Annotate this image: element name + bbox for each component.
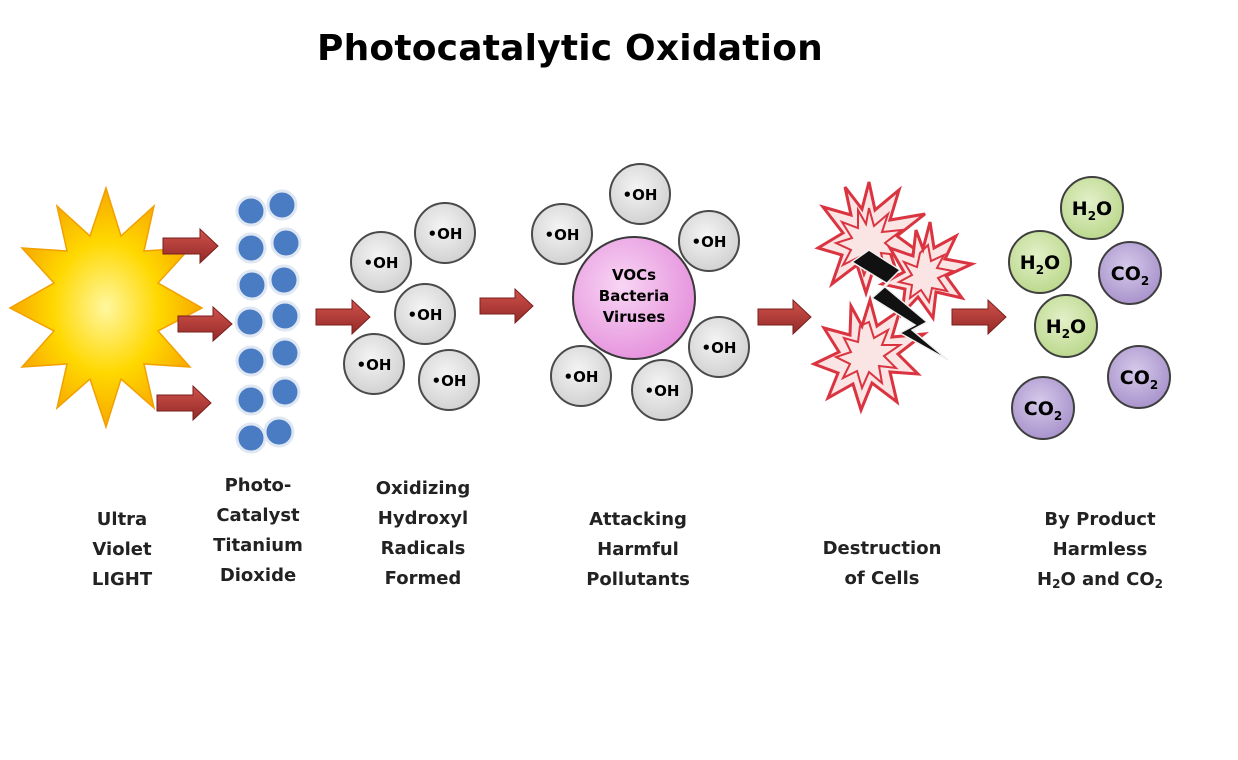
process-arrow-icon <box>479 287 534 325</box>
oh-molecule: •OH <box>418 349 480 411</box>
caption-line: Oxidizing <box>375 478 471 499</box>
h2o-molecule: H2O <box>1034 294 1098 358</box>
pollutant-attack-cluster: •OH •OH •OH •OH •OH •OH VOCs Bacteria Vi… <box>531 163 750 421</box>
oh-molecule: •OH <box>688 316 750 378</box>
svg-text:CO2: CO2 <box>1111 263 1149 288</box>
oh-molecule: •OH <box>531 203 593 265</box>
caption-photo-catalyst: Photo- Catalyst Titanium Dioxide <box>198 471 318 591</box>
byproduct-cluster: H2O H2O H2O CO2 CO2 CO2 <box>1008 176 1171 440</box>
process-arrow-icon <box>951 298 1007 336</box>
caption-line: Hydroxyl <box>377 508 469 529</box>
caption-line: By Product <box>1044 509 1156 530</box>
oh-molecule: •OH <box>609 163 671 225</box>
process-arrow-icon <box>315 298 371 336</box>
uv-arrow-icon <box>156 384 212 422</box>
oh-label: •OH <box>408 306 443 324</box>
caption-line: Attacking <box>589 509 687 530</box>
caption-destruction: Destruction of Cells <box>807 534 957 594</box>
pollutant-label-2: Bacteria <box>599 287 669 305</box>
hydroxyl-radicals: •OH •OH •OH •OH •OH <box>343 202 480 411</box>
caption-line: Pollutants <box>586 569 690 590</box>
caption-attacking-pollutants: Attacking Harmful Pollutants <box>563 505 713 595</box>
caption-line: Formed <box>384 568 462 589</box>
pollutant-label-3: Viruses <box>603 308 666 326</box>
h2o-molecule: H2O <box>1008 230 1072 294</box>
caption-line: Radicals <box>380 538 466 559</box>
co2-molecule: CO2 <box>1107 345 1171 409</box>
caption-line: Ultra <box>96 509 148 530</box>
svg-text:H2O: H2O <box>1020 252 1060 277</box>
caption-line: Catalyst <box>216 505 300 526</box>
oh-molecule: •OH <box>550 345 612 407</box>
caption-line: Photo- <box>224 475 292 496</box>
caption-uv-light: Ultra Violet LIGHT <box>62 505 182 595</box>
process-arrow-icon <box>757 298 812 336</box>
caption-byproduct: By Product Harmless H2O and CO2 <box>1020 505 1180 595</box>
oh-label: •OH <box>564 368 599 386</box>
co2-molecule: CO2 <box>1098 241 1162 305</box>
oh-molecule: •OH <box>631 359 693 421</box>
oh-molecule: •OH <box>414 202 476 264</box>
caption-line: Titanium <box>213 535 303 556</box>
caption-line-formula: H2O and CO2 <box>1037 569 1163 591</box>
svg-text:H2O: H2O <box>1072 198 1112 223</box>
oh-label: •OH <box>545 226 580 244</box>
caption-hydroxyl-radicals: Oxidizing Hydroxyl Radicals Formed <box>353 474 493 594</box>
oh-label: •OH <box>364 254 399 272</box>
oh-label: •OH <box>357 356 392 374</box>
caption-line: Harmless <box>1052 539 1148 560</box>
svg-text:CO2: CO2 <box>1120 367 1158 392</box>
diagram-title: Photocatalytic Oxidation <box>317 28 823 69</box>
sun-icon <box>8 185 204 430</box>
oh-label: •OH <box>623 186 658 204</box>
pollutant-molecule: VOCs Bacteria Viruses <box>572 236 696 360</box>
oh-label: •OH <box>702 339 737 357</box>
oh-molecule: •OH <box>394 283 456 345</box>
oh-molecule: •OH <box>678 210 740 272</box>
caption-line: LIGHT <box>91 569 153 590</box>
cell-destruction-burst-icon <box>810 181 977 415</box>
uv-arrow-icon <box>177 305 233 343</box>
caption-line: Destruction <box>822 538 942 559</box>
svg-text:CO2: CO2 <box>1024 398 1062 423</box>
co2-molecule: CO2 <box>1011 376 1075 440</box>
caption-line: of Cells <box>844 568 920 589</box>
caption-line: Violet <box>92 539 152 560</box>
lightning-icon <box>850 249 949 361</box>
oh-label: •OH <box>692 233 727 251</box>
caption-line: Harmful <box>597 539 679 560</box>
caption-line: Dioxide <box>219 565 297 586</box>
uv-arrow-icon <box>162 227 219 265</box>
pollutant-label-1: VOCs <box>612 266 656 284</box>
oh-molecule: •OH <box>343 333 405 395</box>
oh-label: •OH <box>428 225 463 243</box>
oh-label: •OH <box>645 382 680 400</box>
catalyst-particles <box>234 189 302 454</box>
h2o-molecule: H2O <box>1060 176 1124 240</box>
svg-text:H2O: H2O <box>1046 316 1086 341</box>
oh-label: •OH <box>432 372 467 390</box>
oh-molecule: •OH <box>350 231 412 293</box>
